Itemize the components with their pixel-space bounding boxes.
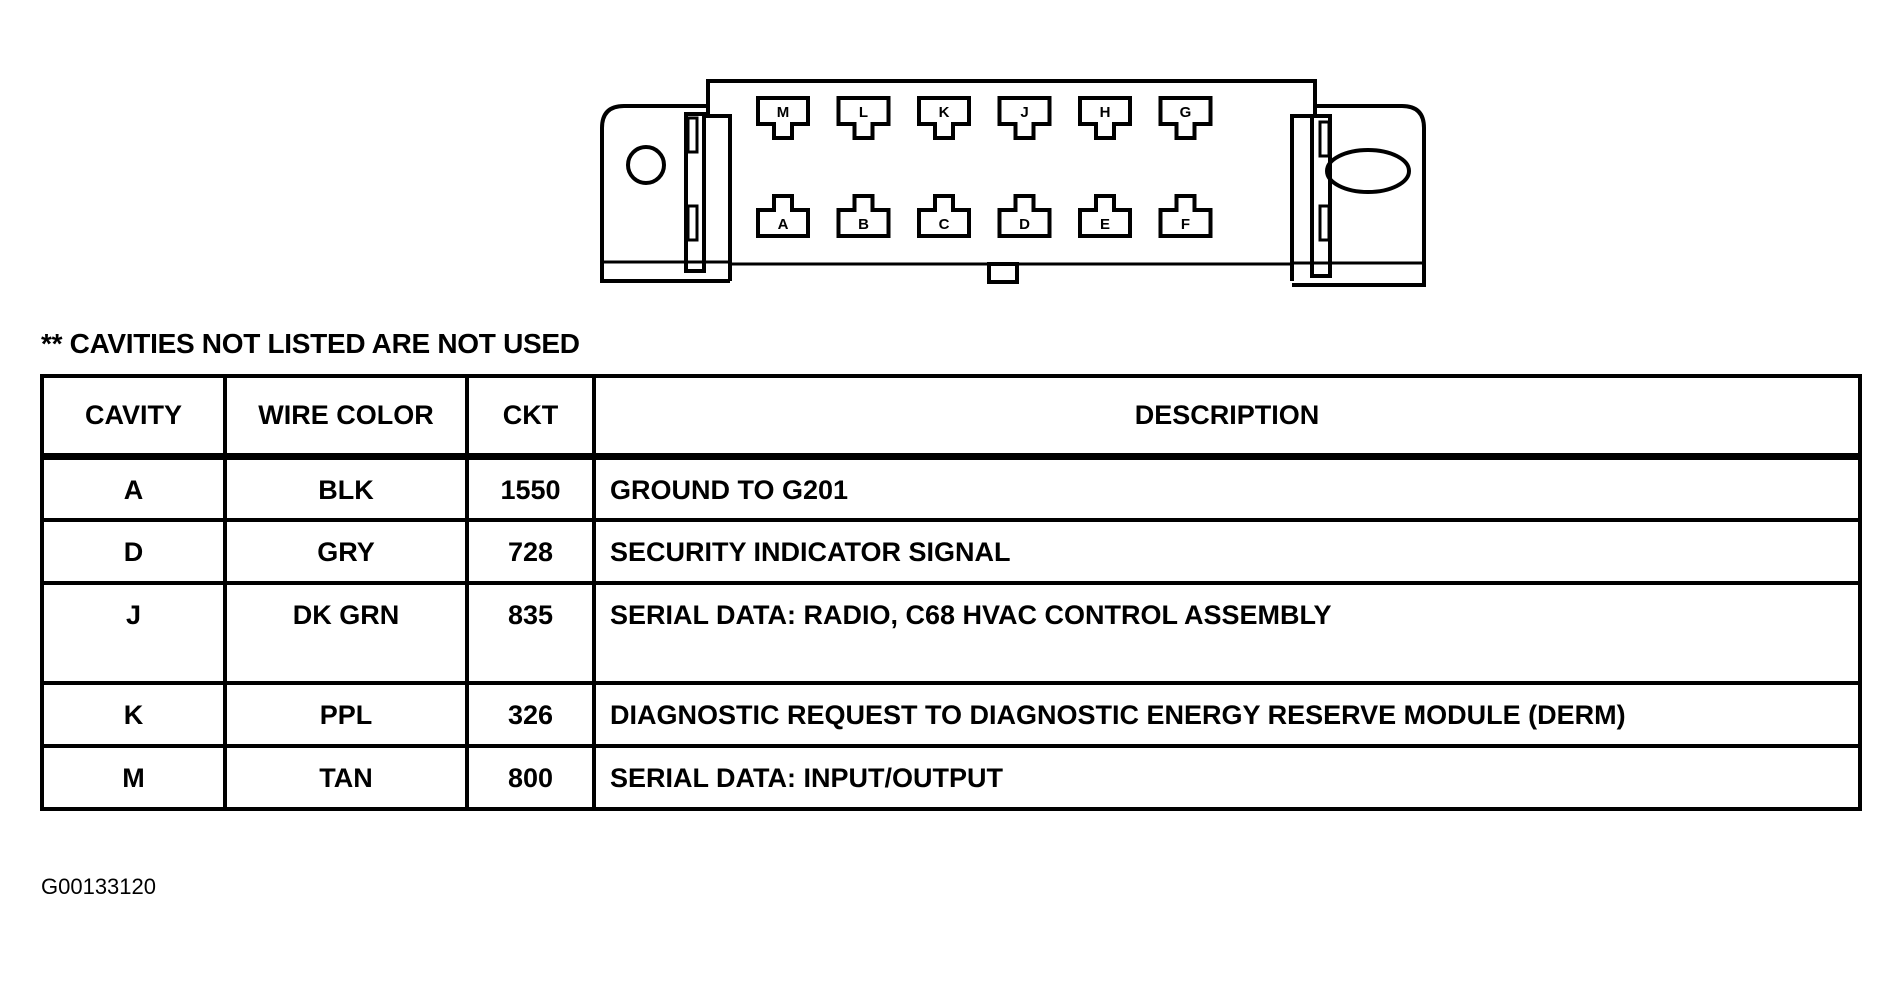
wire-color-cell: TAN bbox=[223, 743, 469, 811]
pin-cavity-outline bbox=[756, 96, 810, 140]
wire-color-cell: DK GRN bbox=[223, 580, 469, 685]
connector-right-ear bbox=[1292, 104, 1426, 287]
pin-label-B: B bbox=[858, 216, 869, 233]
ckt-cell: 835 bbox=[465, 580, 596, 685]
pin-cavity-A: A bbox=[756, 194, 810, 238]
pin-cavity-outline bbox=[997, 194, 1052, 238]
pin-label-M: M bbox=[777, 104, 790, 121]
left-mounting-hole bbox=[626, 145, 666, 185]
pin-label-L: L bbox=[859, 104, 868, 121]
pin-label-J: J bbox=[1020, 104, 1028, 121]
cavity-cell: M bbox=[40, 743, 227, 811]
pin-cavity-H: H bbox=[1078, 96, 1132, 140]
bottom-row-pins: A B C D E F bbox=[756, 194, 1213, 238]
left-latch bbox=[684, 112, 706, 273]
connector-face-diagram: M L K J H G A B C D E F bbox=[600, 79, 1426, 287]
table-row: J DK GRN 835 SERIAL DATA: RADIO, C68 HVA… bbox=[40, 580, 1862, 685]
pin-cavity-outline bbox=[1078, 194, 1132, 238]
pin-cavity-D: D bbox=[997, 194, 1052, 238]
pin-label-D: D bbox=[1019, 216, 1030, 233]
unused-cavities-note: ** CAVITIES NOT LISTED ARE NOT USED bbox=[41, 328, 580, 359]
connector-left-ear bbox=[600, 104, 730, 283]
description-cell: SERIAL DATA: INPUT/OUTPUT bbox=[592, 743, 1862, 811]
pin-label-C: C bbox=[939, 216, 950, 233]
pin-cavity-outline bbox=[756, 194, 810, 238]
pin-cavity-outline bbox=[997, 96, 1052, 140]
cavity-cell: A bbox=[40, 454, 227, 522]
description-cell: SECURITY INDICATOR SIGNAL bbox=[592, 517, 1862, 585]
pin-label-A: A bbox=[778, 216, 789, 233]
pin-cavity-G: G bbox=[1158, 96, 1213, 140]
description-cell: GROUND TO G201 bbox=[592, 454, 1862, 522]
header-cavity: CAVITY bbox=[40, 374, 227, 460]
table-row: D GRY 728 SECURITY INDICATOR SIGNAL bbox=[40, 517, 1862, 585]
pin-cavity-M: M bbox=[756, 96, 810, 140]
pin-label-H: H bbox=[1100, 104, 1111, 121]
pin-cavity-L: L bbox=[836, 96, 891, 140]
pin-cavity-outline bbox=[1158, 194, 1213, 238]
table-row: M TAN 800 SERIAL DATA: INPUT/OUTPUT bbox=[40, 743, 1862, 811]
ckt-cell: 800 bbox=[465, 743, 596, 811]
wire-color-cell: GRY bbox=[223, 517, 469, 585]
ckt-cell: 326 bbox=[465, 680, 596, 748]
right-latch bbox=[1310, 114, 1332, 278]
cavity-cell: K bbox=[40, 680, 227, 748]
pin-cavity-outline bbox=[917, 96, 971, 140]
pin-cavity-outline bbox=[836, 194, 891, 238]
pin-cavity-outline bbox=[1158, 96, 1213, 140]
pin-cavity-E: E bbox=[1078, 194, 1132, 238]
header-description: DESCRIPTION bbox=[592, 374, 1862, 460]
cavity-cell: D bbox=[40, 517, 227, 585]
table-row: A BLK 1550 GROUND TO G201 bbox=[40, 454, 1862, 522]
wire-color-cell: PPL bbox=[223, 680, 469, 748]
pin-label-G: G bbox=[1180, 104, 1192, 121]
connector-body bbox=[706, 79, 1317, 281]
description-cell: SERIAL DATA: RADIO, C68 HVAC CONTROL ASS… bbox=[592, 580, 1862, 685]
pin-cavity-J: J bbox=[997, 96, 1052, 140]
table-row: K PPL 326 DIAGNOSTIC REQUEST TO DIAGNOST… bbox=[40, 680, 1862, 748]
table-header-row: CAVITY WIRE COLOR CKT DESCRIPTION bbox=[40, 374, 1862, 460]
pin-cavity-F: F bbox=[1158, 194, 1213, 238]
pin-label-K: K bbox=[939, 104, 950, 121]
description-cell: DIAGNOSTIC REQUEST TO DIAGNOSTIC ENERGY … bbox=[592, 680, 1862, 748]
pin-cavity-outline bbox=[1078, 96, 1132, 140]
header-ckt: CKT bbox=[465, 374, 596, 460]
pin-cavity-K: K bbox=[917, 96, 971, 140]
polarising-key bbox=[987, 262, 1019, 284]
pin-cavity-B: B bbox=[836, 194, 891, 238]
pin-cavity-C: C bbox=[917, 194, 971, 238]
header-wire-color: WIRE COLOR bbox=[223, 374, 469, 460]
pin-cavity-outline bbox=[836, 96, 891, 140]
cavity-table: CAVITY WIRE COLOR CKT DESCRIPTION A BLK … bbox=[40, 374, 1862, 811]
pin-label-E: E bbox=[1100, 216, 1110, 233]
right-mounting-hole bbox=[1325, 148, 1411, 194]
ckt-cell: 728 bbox=[465, 517, 596, 585]
cavity-cell: J bbox=[40, 580, 227, 685]
pin-label-F: F bbox=[1181, 216, 1190, 233]
ckt-cell: 1550 bbox=[465, 454, 596, 522]
figure-id: G00133120 bbox=[41, 874, 156, 899]
wire-color-cell: BLK bbox=[223, 454, 469, 522]
pin-cavity-outline bbox=[917, 194, 971, 238]
